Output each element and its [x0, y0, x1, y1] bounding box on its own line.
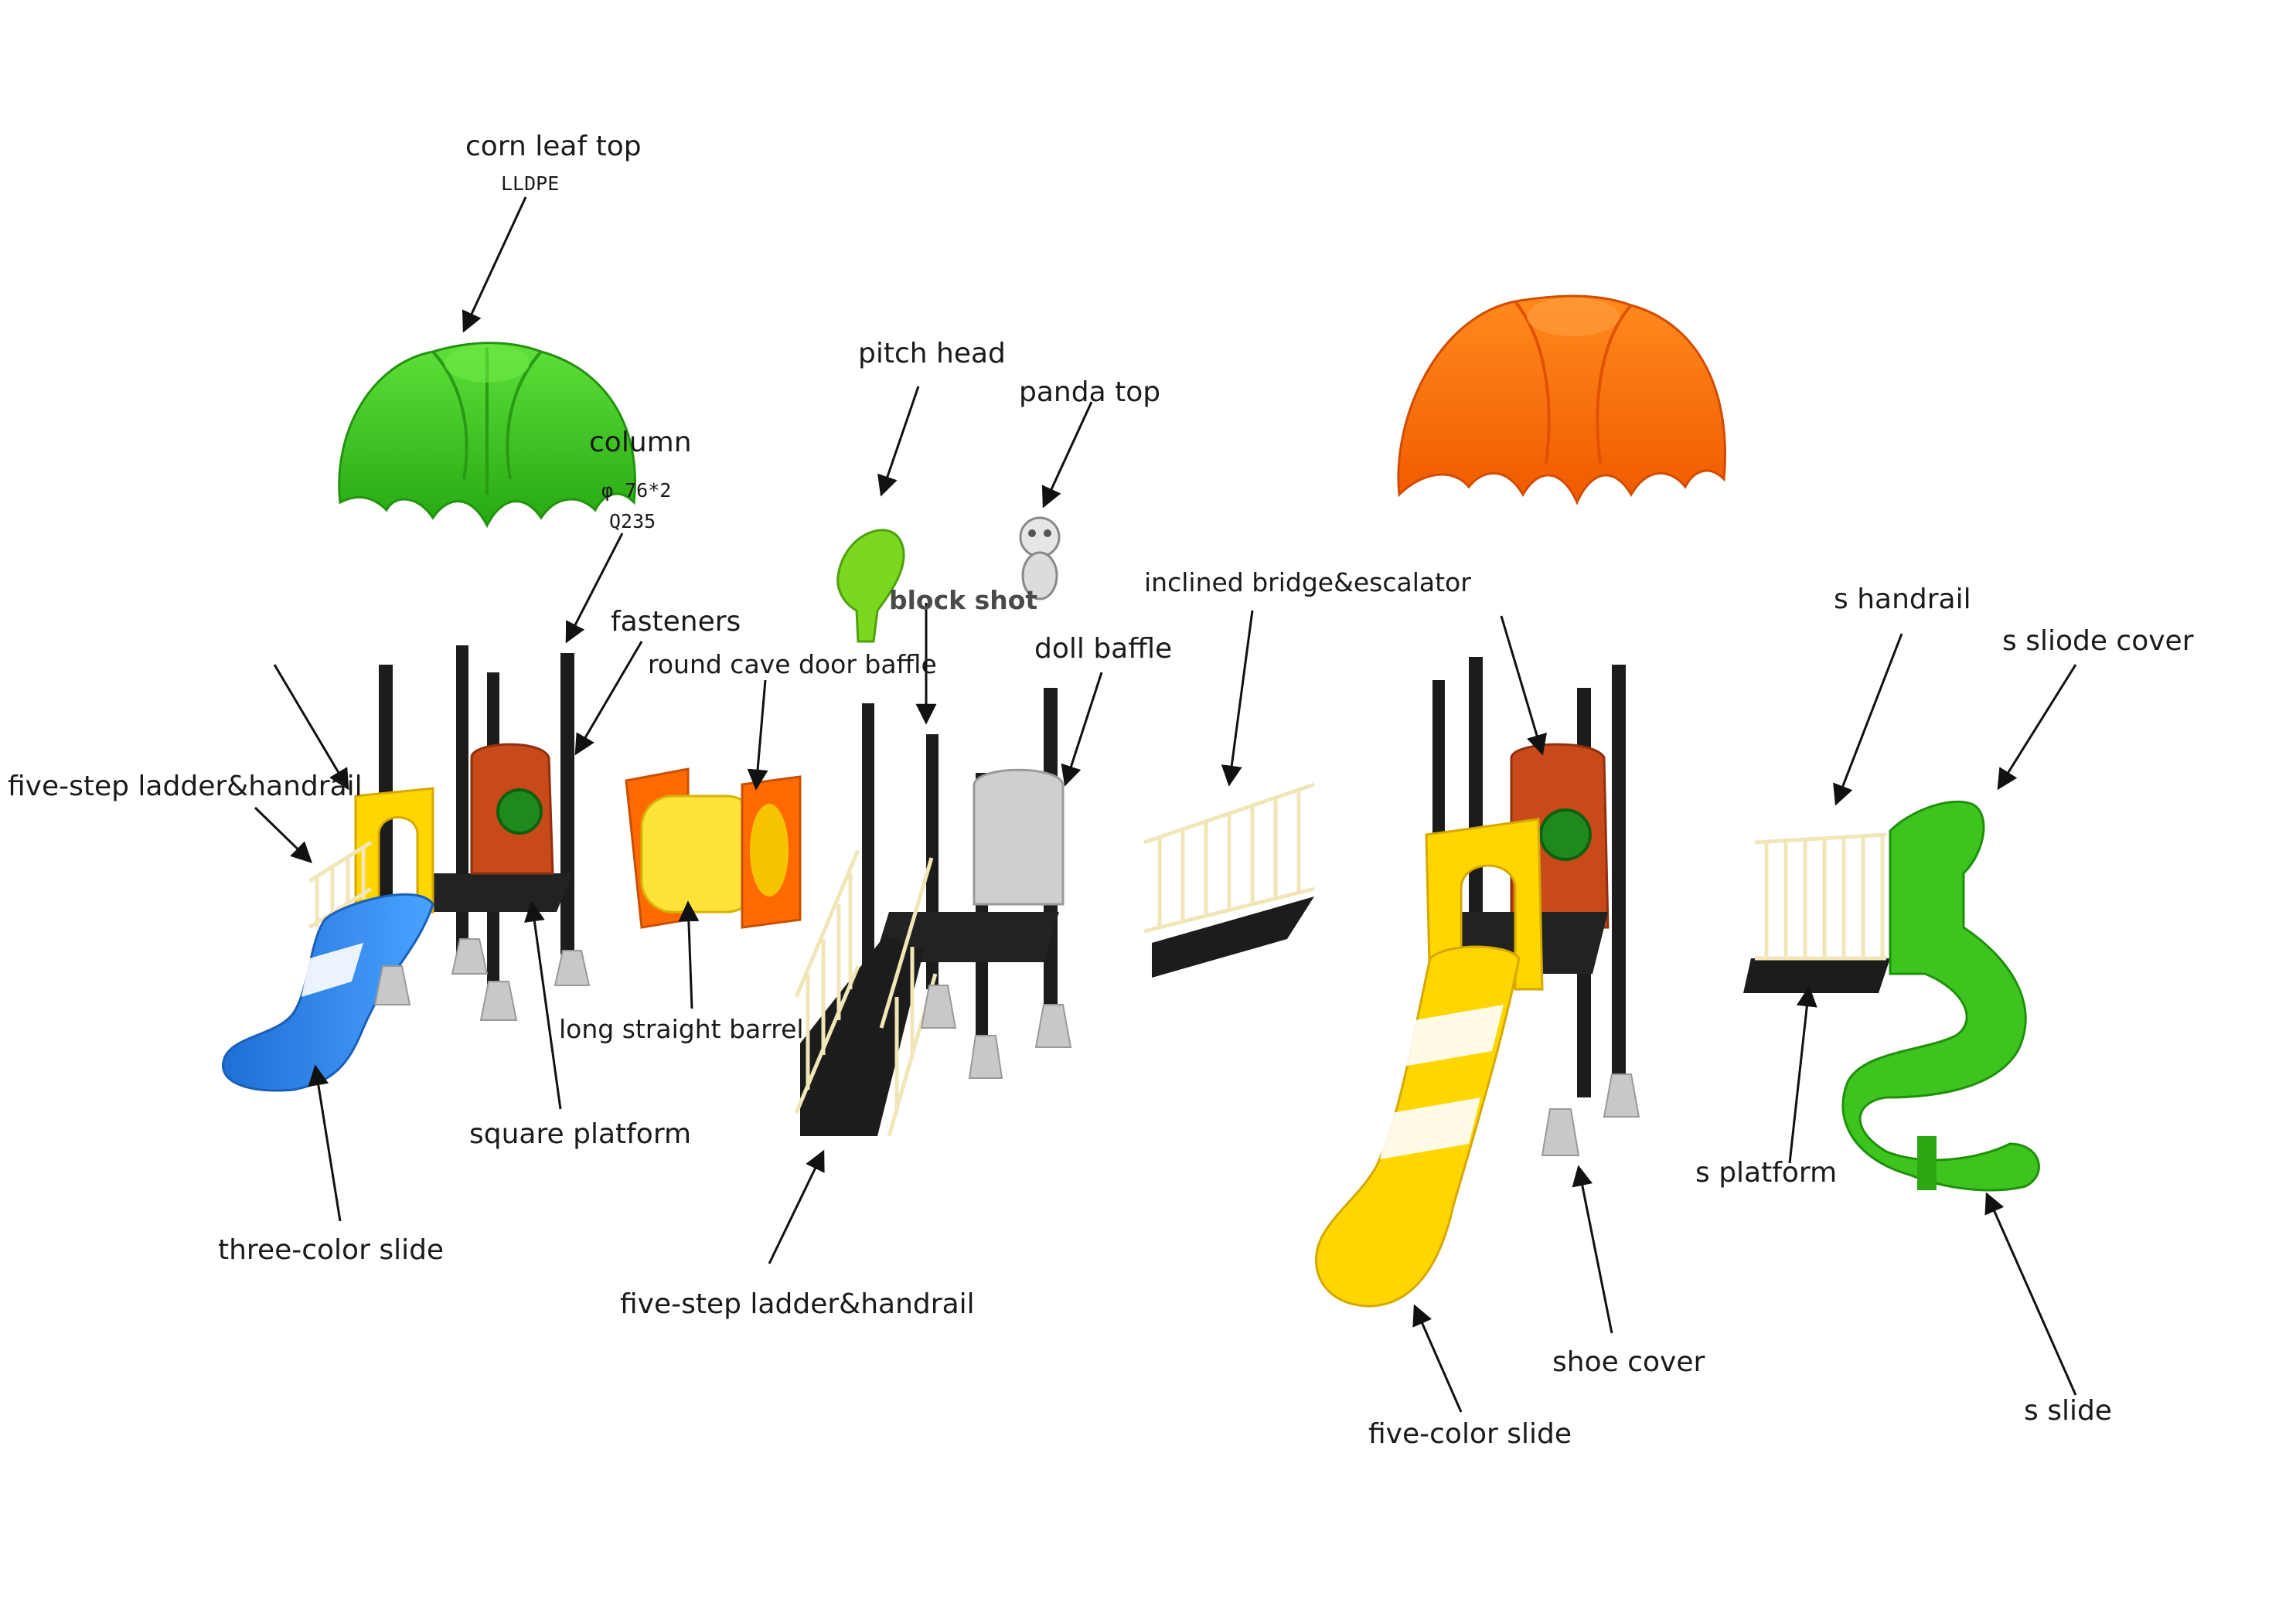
inclined-bridge-shape — [1143, 782, 1315, 978]
center-play-structure — [794, 688, 1072, 1137]
label-column-material: Q235 — [609, 510, 656, 532]
label-s-handrail: s handrail — [1834, 584, 1971, 615]
label-shoe-cover: shoe cover — [1552, 1346, 1705, 1378]
green-corn-leaf-top — [338, 342, 636, 529]
label-five-step-ladder-center: five-step ladder&handrail — [620, 1288, 975, 1320]
label-panda-top: panda top — [1019, 376, 1161, 408]
left-play-structure — [222, 645, 591, 1092]
label-five-color-slide: five-color slide — [1368, 1418, 1572, 1450]
label-three-color-slide: three-color slide — [218, 1234, 445, 1266]
label-column-size: φ 76*2 — [601, 479, 672, 502]
label-s-platform: s platform — [1695, 1157, 1838, 1189]
label-pitch-head: pitch head — [858, 338, 1006, 369]
label-corn-leaf-material: LLDPE — [501, 172, 560, 195]
label-s-slide: s slide — [2024, 1395, 2112, 1427]
s-slide-assembly — [1743, 800, 2040, 1192]
long-straight-barrel-shape — [625, 767, 802, 929]
label-block-shot: block shot — [889, 585, 1038, 615]
leader-arrows — [254, 196, 2077, 1413]
label-long-straight-barrel: long straight barrel — [559, 1014, 804, 1044]
label-corn-leaf-top: corn leaf top — [465, 131, 642, 162]
right-play-structure — [1315, 657, 1640, 1308]
label-inclined-bridge-escalator: inclined bridge&escalator — [1144, 567, 1471, 597]
label-square-platform: square platform — [469, 1118, 692, 1150]
label-fasteners: fasteners — [611, 606, 741, 638]
panda-top-shape — [1019, 516, 1061, 601]
label-s-slide-cover: s sliode cover — [2002, 625, 2194, 657]
pitch-head-shape — [836, 529, 905, 643]
label-doll-baffle: doll baffle — [1034, 633, 1173, 665]
label-five-step-ladder-left: five-step ladder&handrail — [8, 771, 363, 802]
label-round-cave-door-baffle: round cave door baffle — [648, 649, 937, 679]
label-column: column — [589, 427, 692, 458]
orange-corn-leaf-top — [1397, 294, 1726, 505]
